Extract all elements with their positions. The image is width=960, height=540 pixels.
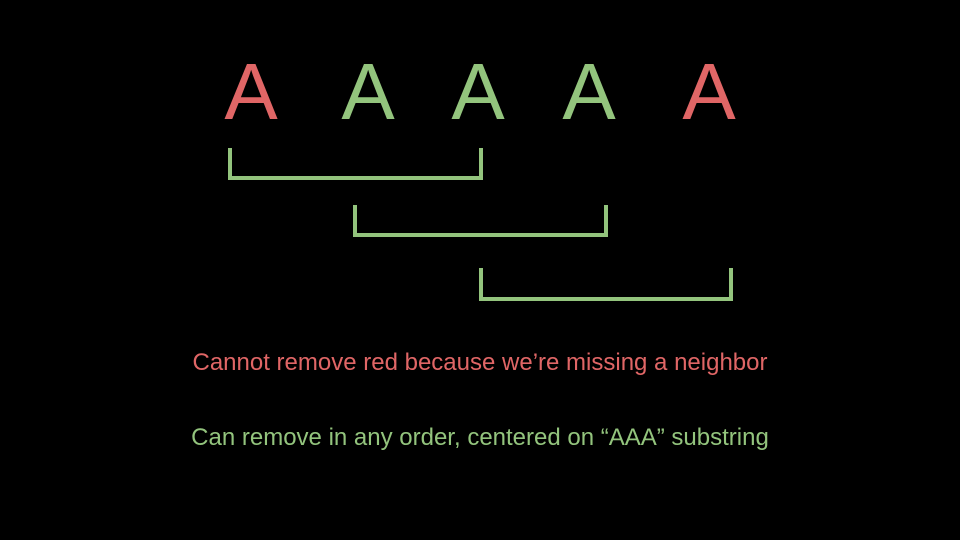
letter-a-2-green: A: [341, 47, 395, 136]
letter-a-3-green: A: [451, 47, 505, 136]
caption-red-note: Cannot remove red because we’re missing …: [192, 349, 768, 376]
caption-green-note: Can remove in any order, centered on “AA…: [191, 424, 769, 451]
letter-a-5-red: A: [682, 47, 736, 136]
bracket-2: [353, 205, 608, 237]
letter-a-4-green: A: [562, 47, 616, 136]
letter-a-1-red: A: [224, 47, 278, 136]
bracket-3: [479, 268, 733, 301]
bracket-1: [228, 148, 483, 180]
